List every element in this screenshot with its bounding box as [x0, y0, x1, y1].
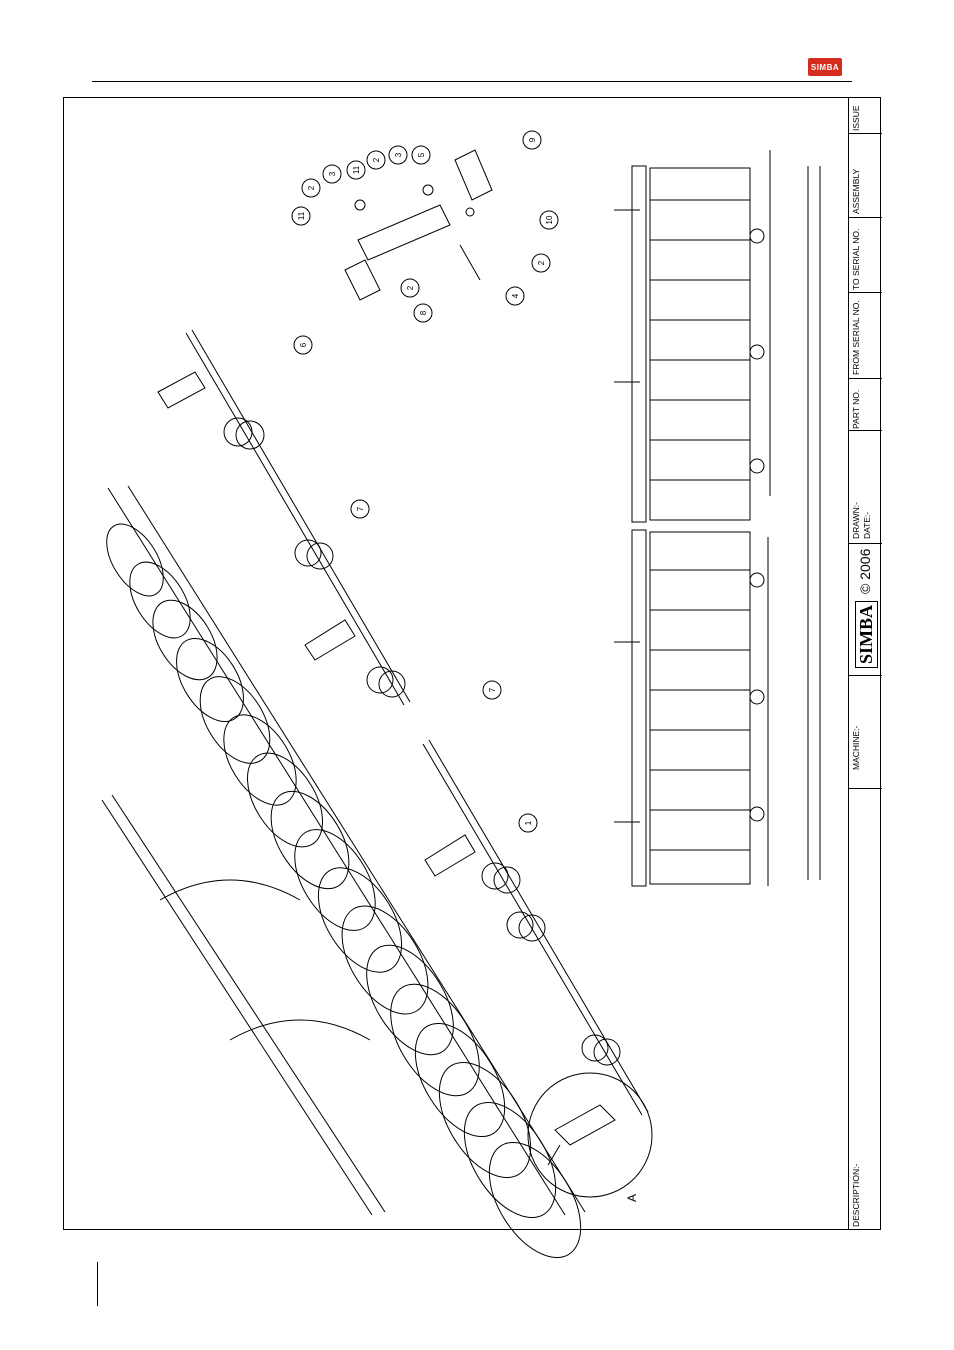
roller-assembly	[95, 486, 599, 1273]
callout-2d: 2	[406, 285, 415, 290]
footer-rule	[97, 1262, 98, 1306]
callout-2c: 2	[537, 260, 546, 265]
exploded-view	[345, 150, 492, 300]
callout-3a: 3	[394, 152, 403, 157]
callout-4: 4	[511, 293, 520, 298]
detail-circle	[528, 1073, 652, 1197]
callout-2b: 2	[307, 185, 316, 190]
callout-11b: 11	[297, 211, 306, 220]
callout-8: 8	[419, 310, 428, 315]
detail-view-label: A	[625, 1194, 639, 1202]
upper-bar	[158, 330, 410, 705]
callout-7a: 7	[356, 506, 365, 511]
callout-6: 6	[299, 342, 308, 347]
callout-11a: 11	[352, 165, 361, 174]
callout-1: 1	[524, 820, 533, 825]
callout-2a: 2	[372, 157, 381, 162]
side-elevation	[614, 150, 820, 886]
callout-10: 10	[545, 215, 554, 224]
lower-bar	[423, 740, 648, 1115]
callout-9: 9	[528, 137, 537, 142]
callout-5: 5	[417, 152, 426, 157]
callout-3b: 3	[328, 171, 337, 176]
callout-7b: 7	[488, 687, 497, 692]
